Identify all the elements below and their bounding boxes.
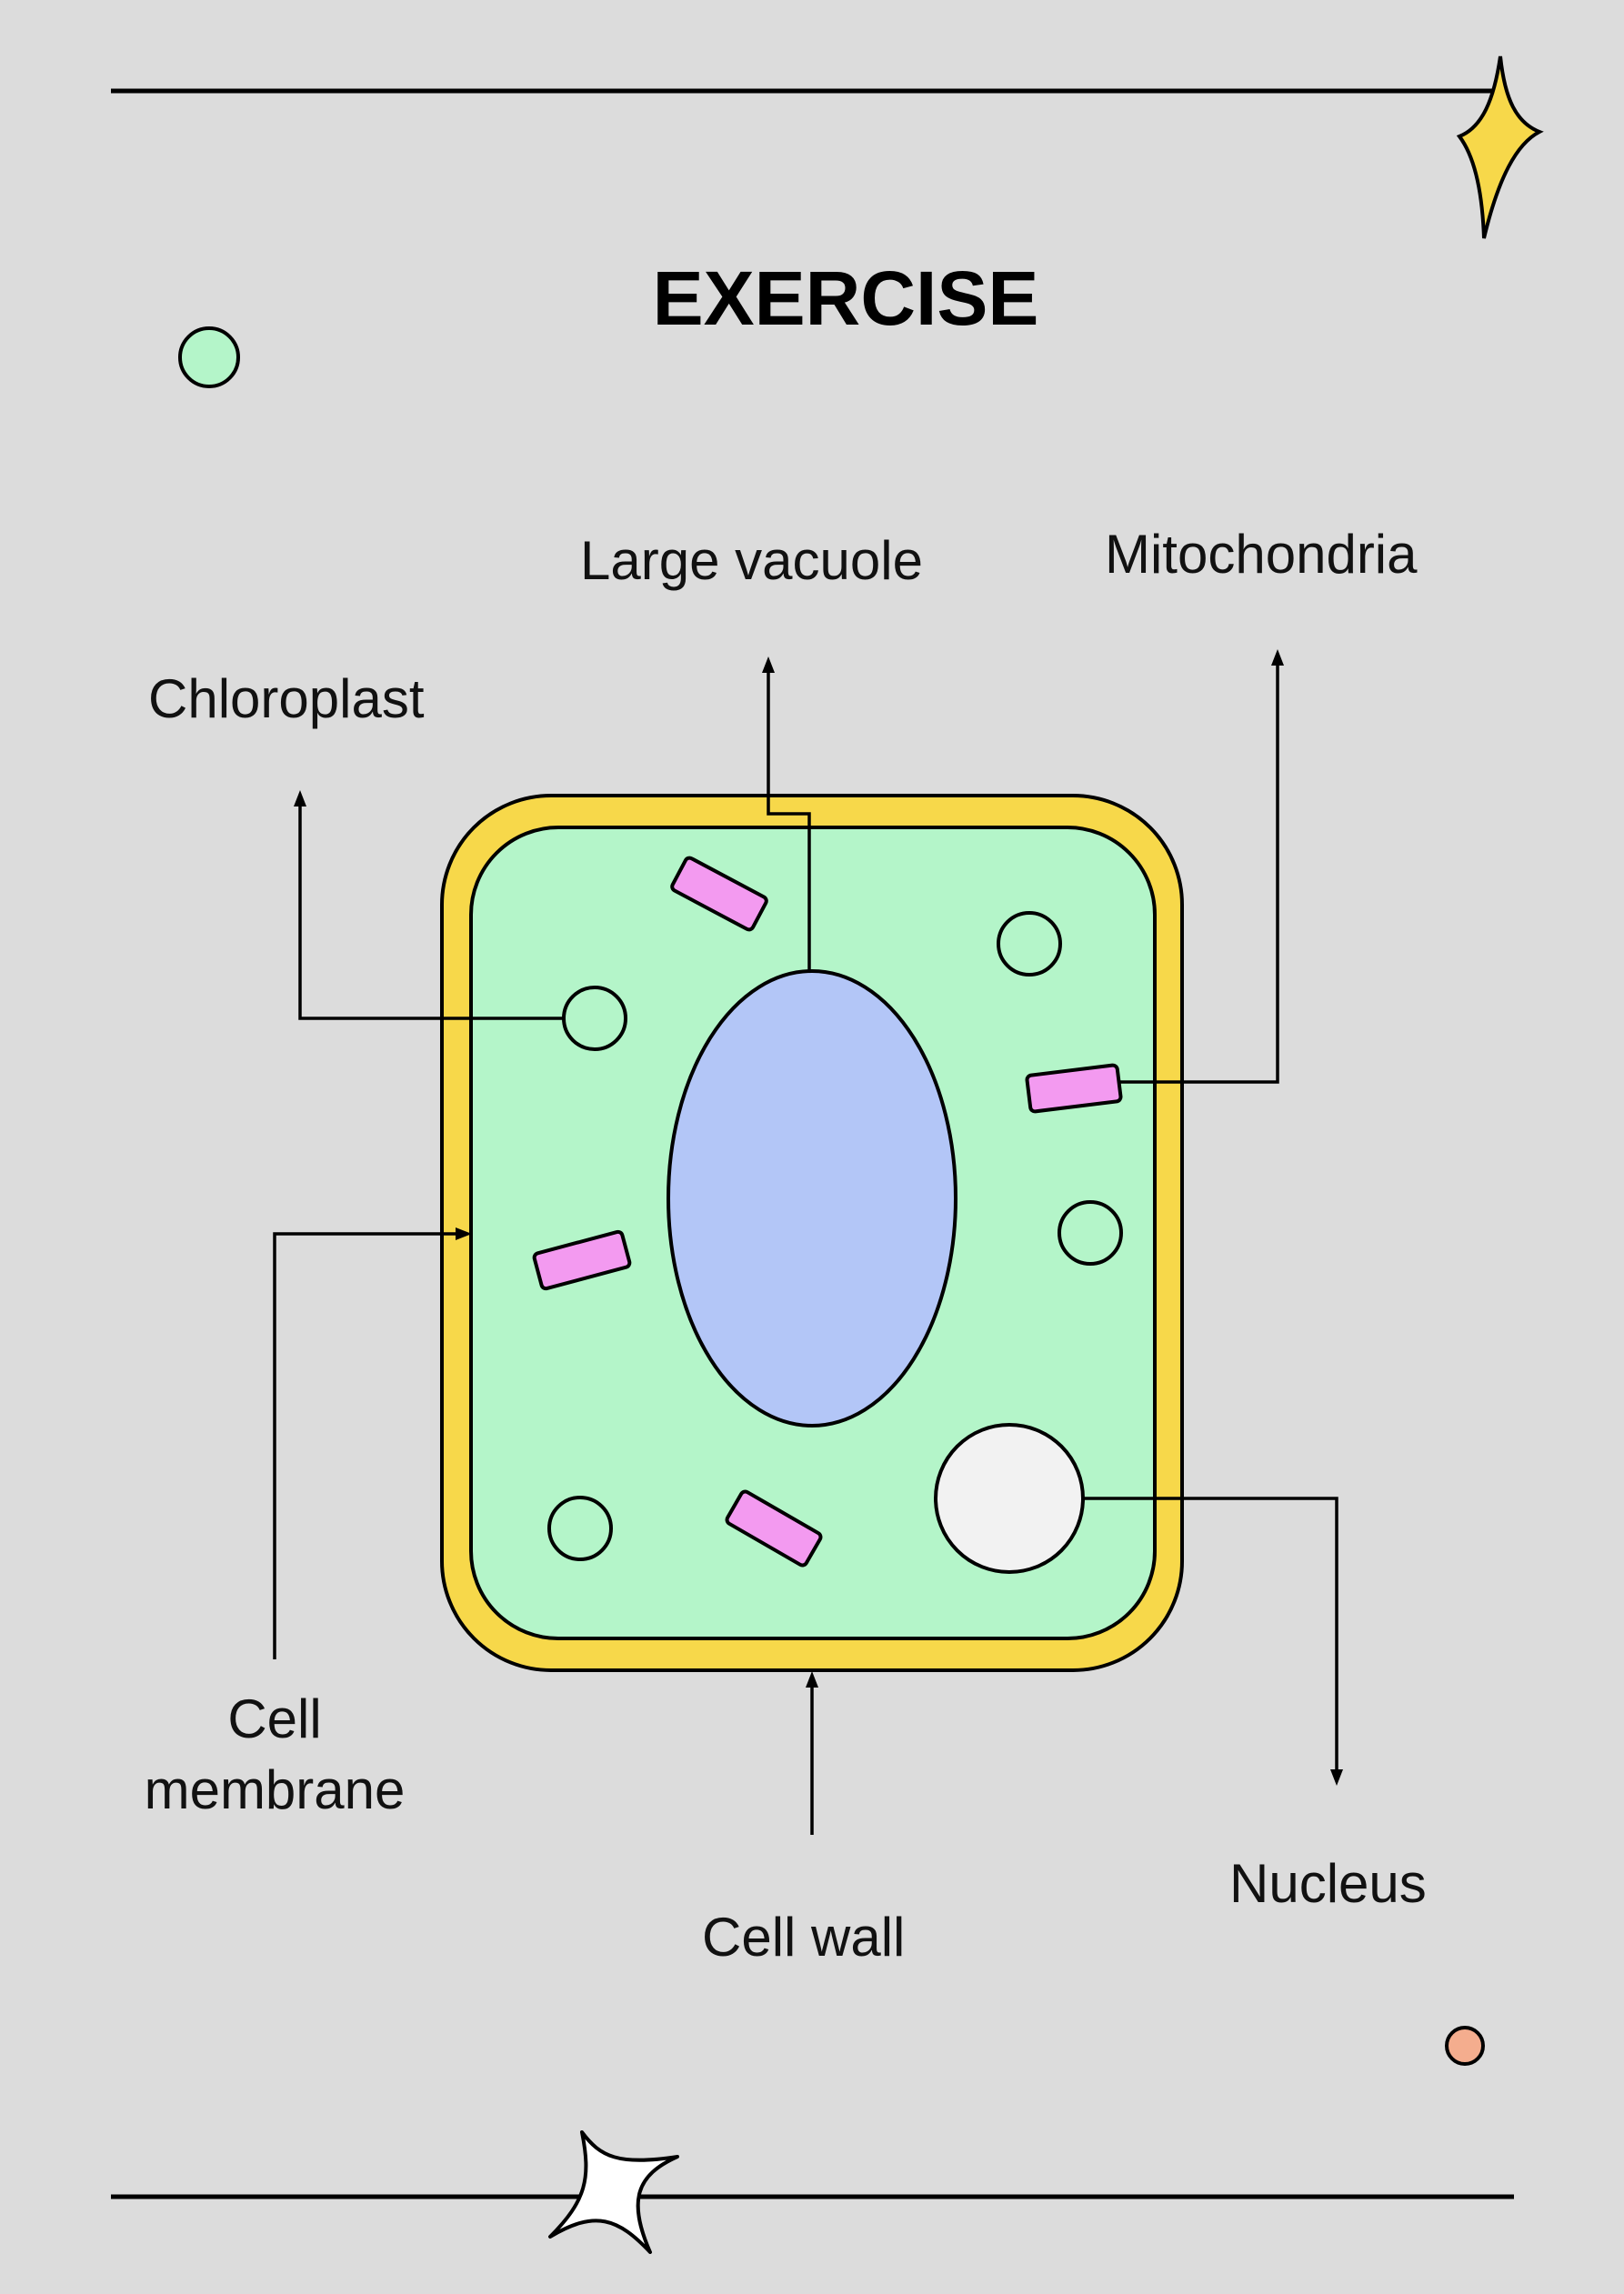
chloroplast-shape — [1058, 1200, 1123, 1266]
mitochondrion-shape — [725, 1489, 823, 1568]
cell-membrane-leader — [273, 1232, 462, 1659]
nucleus-leader — [1083, 1497, 1338, 1771]
label-cell-membrane-line2: membrane — [144, 1759, 406, 1820]
large-vacuole-shape — [667, 969, 957, 1427]
arrowhead-icon — [806, 1671, 818, 1688]
chloroplast-shape — [547, 1496, 613, 1561]
green-dot — [178, 326, 240, 388]
chloroplast-shape — [562, 986, 627, 1051]
label-nucleus: Nucleus — [1229, 1853, 1427, 1914]
mitochondrion-shape — [532, 1229, 632, 1291]
label-cell-membrane-line1: Cell — [227, 1688, 322, 1749]
arrowhead-icon — [294, 790, 306, 806]
mitochondrion-shape — [670, 856, 768, 932]
chloroplast-shape — [997, 911, 1062, 977]
nucleus-shape — [934, 1423, 1085, 1574]
label-chloroplast: Chloroplast — [148, 668, 425, 729]
arrowhead-icon — [456, 1227, 472, 1240]
label-mitochondria: Mitochondria — [1105, 524, 1418, 585]
mitochondria-leader — [1118, 664, 1279, 1084]
four-point-star-icon — [1456, 55, 1544, 239]
four-point-star-outline-icon — [548, 2130, 679, 2254]
arrowhead-icon — [762, 656, 775, 673]
orange-dot — [1445, 2026, 1485, 2066]
arrowhead-icon — [1271, 649, 1284, 666]
label-cell-wall: Cell wall — [702, 1907, 906, 1968]
label-large-vacuole: Large vacuole — [580, 530, 923, 591]
page-title: EXERCISE — [652, 255, 1039, 341]
arrowhead-icon — [1330, 1769, 1343, 1786]
chloroplast-leader — [298, 805, 564, 1020]
large-vacuole-leader — [767, 671, 811, 971]
